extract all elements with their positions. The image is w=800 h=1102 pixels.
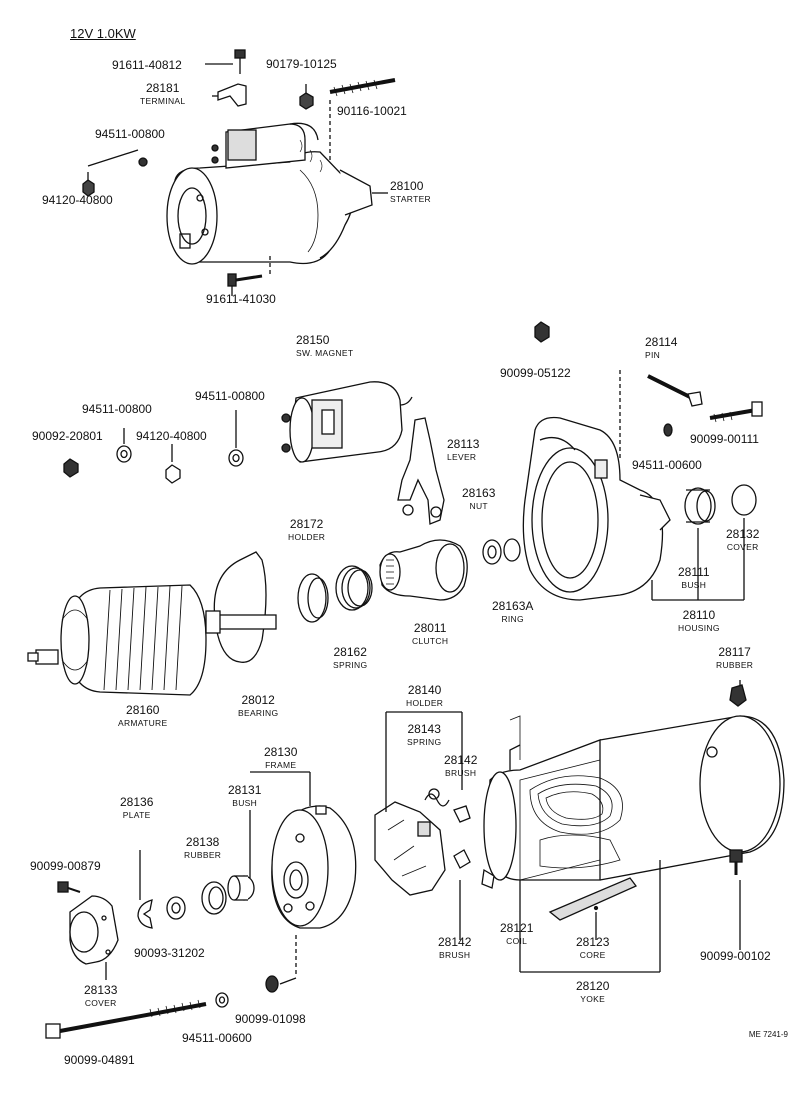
- part-90099-00111: 90099-00111: [690, 432, 759, 446]
- part-90092-20801: 90092-20801: [32, 429, 103, 443]
- part-90099-05122: 90099-05122: [500, 366, 571, 380]
- part-90116-10021: 90116-10021: [337, 104, 407, 118]
- diagram-header: 12V 1.0KW: [70, 26, 136, 41]
- part-91611-41030: 91611-41030: [206, 292, 276, 306]
- part-94511-00600-bottom: 94511-00600: [182, 1031, 252, 1045]
- part-94120-40800-top: 94120-40800: [42, 193, 113, 207]
- part-90099-00879: 90099-00879: [30, 859, 101, 873]
- part-90099-00102: 90099-00102: [700, 949, 771, 963]
- part-90099-04891: 90099-04891: [64, 1053, 135, 1067]
- part-90093-31202: 90093-31202: [134, 946, 205, 960]
- part-94511-00800-mid-left: 94511-00800: [82, 402, 152, 416]
- bottom-assembly-drawing: [45, 684, 785, 1039]
- part-94511-00800-mid-right: 94511-00800: [195, 389, 265, 403]
- part-94120-40800-mid: 94120-40800: [136, 429, 207, 443]
- part-90099-01098: 90099-01098: [235, 1012, 306, 1026]
- middle-assembly-drawing: [27, 321, 763, 696]
- part-94511-00800-top: 94511-00800: [95, 127, 165, 141]
- part-94511-00600-mid: 94511-00600: [632, 458, 702, 472]
- drawing-code: ME 7241-9: [748, 1030, 788, 1039]
- part-91611-40812: 91611-40812: [112, 58, 182, 72]
- starter-assembly-drawing: [82, 49, 396, 296]
- part-90179-10125: 90179-10125: [266, 57, 337, 71]
